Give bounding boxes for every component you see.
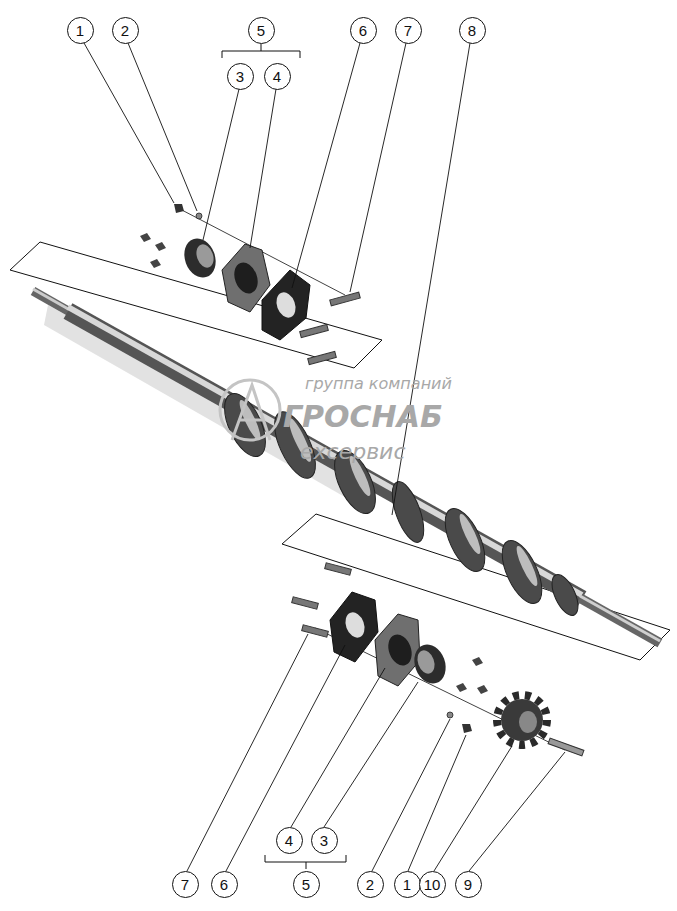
leader-lines bbox=[84, 43, 565, 871]
callout-label: 3 bbox=[320, 833, 328, 848]
callout-label: 7 bbox=[181, 877, 189, 892]
watermark-logo bbox=[220, 380, 280, 440]
watermark-text: группа компаний bbox=[305, 376, 452, 392]
callout-number: 5 bbox=[293, 871, 320, 898]
callout-number: 6 bbox=[211, 871, 238, 898]
top-bearing-group bbox=[140, 204, 360, 365]
callout-number: 8 bbox=[459, 17, 486, 44]
callout-label: 2 bbox=[121, 23, 129, 38]
callout-label: 7 bbox=[404, 23, 412, 38]
callout-label: 6 bbox=[359, 23, 367, 38]
callout-number: 5 bbox=[248, 17, 275, 44]
callout-number: 9 bbox=[455, 871, 482, 898]
callout-number: 2 bbox=[112, 17, 139, 44]
callout-number: 7 bbox=[172, 871, 199, 898]
watermark-text: ГРОСНАБ bbox=[283, 402, 443, 432]
flight-highlights bbox=[236, 398, 541, 588]
callout-label: 8 bbox=[468, 23, 476, 38]
callout-label: 5 bbox=[302, 877, 310, 892]
callout-number: 7 bbox=[395, 17, 422, 44]
callout-number: 4 bbox=[264, 63, 291, 90]
callout-label: 1 bbox=[76, 23, 84, 38]
callout-label: 4 bbox=[273, 69, 281, 84]
callout-number: 2 bbox=[357, 871, 384, 898]
callout-label: 9 bbox=[464, 877, 472, 892]
callout-number: 3 bbox=[227, 63, 254, 90]
auger-flights bbox=[216, 387, 583, 619]
callout-number: 1 bbox=[394, 871, 421, 898]
callout-label: 5 bbox=[257, 23, 265, 38]
callout-number: 6 bbox=[350, 17, 377, 44]
callout-number: 3 bbox=[311, 827, 338, 854]
callout-label: 2 bbox=[366, 877, 374, 892]
callout-label: 4 bbox=[285, 833, 293, 848]
callout-label: 10 bbox=[424, 877, 441, 892]
auger-shaft bbox=[33, 289, 660, 643]
callout-number: 10 bbox=[419, 871, 446, 898]
callout-number: 1 bbox=[67, 17, 94, 44]
callout-number: 4 bbox=[276, 827, 303, 854]
callout-label: 6 bbox=[220, 877, 228, 892]
bottom-bearing-group bbox=[292, 563, 584, 756]
watermark-text: ехсервис bbox=[300, 441, 406, 463]
callout-label: 3 bbox=[236, 69, 244, 84]
callout-label: 1 bbox=[403, 877, 411, 892]
